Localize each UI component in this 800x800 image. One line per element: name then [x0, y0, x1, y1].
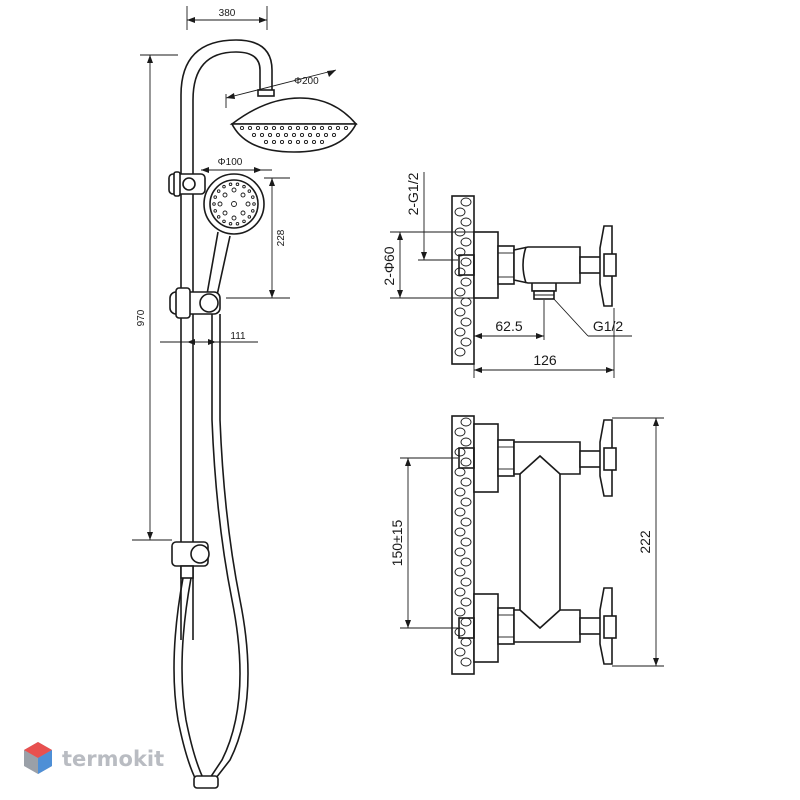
dim-overall-height: 222 [637, 530, 653, 554]
head-shower [229, 89, 358, 153]
rail-pipe-inner [192, 51, 261, 640]
dim-arm-width: 380 [219, 8, 236, 19]
dim-outlet-thread: G1/2 [593, 318, 624, 334]
hose-connector [193, 775, 219, 789]
dim-thread-spec: 2-G1/2 [405, 172, 421, 215]
dim-rail-height: 970 [136, 309, 147, 326]
dim-hand-diameter: Φ100 [218, 157, 243, 168]
dim-depth: 126 [533, 352, 557, 368]
hose [209, 314, 241, 779]
lower-bracket [171, 541, 210, 579]
dim-hand-height: 228 [276, 229, 287, 246]
rail-pipe-outer [180, 39, 273, 640]
dim-center-distance: 150±15 [389, 519, 405, 566]
upper-bracket [168, 171, 206, 197]
mixer-side-view: 2-G1/2 2-Φ60 62.5 G1/2 126 [381, 172, 632, 378]
dim-hand-offset: 111 [230, 331, 246, 342]
dim-outlet-offset: 62.5 [495, 318, 522, 334]
shower-column: 380 Φ200 Φ100 228 970 111 [132, 6, 358, 789]
dim-inlet-diameter: 2-Φ60 [381, 246, 397, 285]
slider-holder [169, 287, 221, 319]
watermark-text: termokit [62, 747, 164, 771]
termokit-watermark: termokit [24, 742, 164, 774]
mixer-front-view: 150±15 222 [389, 415, 664, 675]
dim-head-diameter: Φ200 [294, 76, 319, 87]
hand-shower [203, 173, 265, 301]
